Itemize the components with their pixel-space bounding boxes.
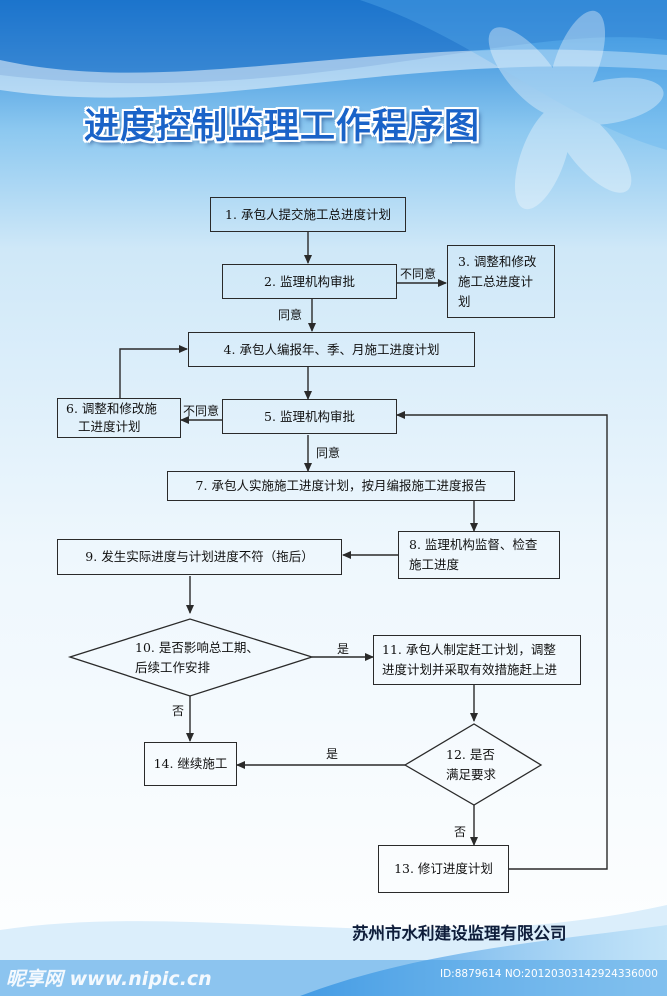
step-4-label: 4. 承包人编报年、季、月施工进度计划	[223, 341, 440, 357]
step-11-line-2: 进度计划并采取有效措施赶上进	[382, 662, 558, 677]
edge-label-disagree-2: 不同意	[400, 267, 437, 281]
flower-decoration	[488, 10, 664, 210]
step-14-label: 14. 继续施工	[153, 756, 228, 771]
step-9-delay: 9. 发生实际进度与计划进度不符（拖后）	[57, 539, 342, 575]
company-name: 苏州市水利建设监理有限公司	[352, 924, 567, 943]
step-8-line-2: 施工进度	[409, 557, 460, 572]
edge-label-agree-2: 同意	[278, 308, 303, 322]
step-5-label: 5. 监理机构审批	[264, 408, 355, 424]
step-2-review: 2. 监理机构审批	[222, 264, 397, 299]
step-8-line-1: 8. 监理机构监督、检查	[409, 537, 538, 552]
step-5-review: 5. 监理机构审批	[222, 399, 397, 434]
step-10-text: 10. 是否影响总工期、 后续工作安排	[135, 638, 285, 678]
edge-label-no-10: 否	[172, 704, 185, 718]
step-9-label: 9. 发生实际进度与计划进度不符（拖后）	[85, 549, 314, 564]
step-6-revise-plan: 6. 调整和修改施 工进度计划	[57, 398, 181, 438]
step-10-line-1: 10. 是否影响总工期、	[135, 640, 259, 655]
step-12-line-2: 满足要求	[446, 767, 497, 782]
edge-label-disagree-5: 不同意	[183, 404, 220, 418]
step-7-implement: 7. 承包人实施施工进度计划，按月编报施工进度报告	[167, 471, 515, 501]
step-2-label: 2. 监理机构审批	[264, 273, 355, 289]
step-14-continue: 14. 继续施工	[144, 742, 237, 786]
step-6-line-2: 工进度计划	[78, 419, 141, 434]
step-3-revise-plan: 3. 调整和修改 施工总进度计 划	[447, 245, 555, 318]
step-3-line-1: 3. 调整和修改	[458, 253, 537, 269]
step-8-monitor: 8. 监理机构监督、检查 施工进度	[398, 531, 560, 579]
step-3-line-3: 划	[458, 293, 471, 309]
step-6-line-1: 6. 调整和修改施	[66, 401, 157, 416]
edge-label-agree-5: 同意	[316, 446, 341, 460]
edge-label-yes-12: 是	[326, 747, 339, 761]
decision-12-diamond	[403, 723, 543, 806]
edge-label-no-12: 否	[454, 825, 467, 839]
step-11-catch-up-plan: 11. 承包人制定赶工计划，调整 进度计划并采取有效措施赶上进	[373, 635, 581, 685]
watermark-left: 昵享网 www.nipic.cn	[6, 968, 212, 990]
step-10-line-2: 后续工作安排	[135, 660, 211, 675]
step-1-submit-plan: 1. 承包人提交施工总进度计划	[210, 197, 406, 232]
step-1-label: 1. 承包人提交施工总进度计划	[225, 206, 391, 222]
step-12-line-1: 12. 是否	[446, 747, 495, 762]
step-13-revise-schedule: 13. 修订进度计划	[378, 845, 509, 893]
page-title: 进度控制监理工作程序图	[84, 107, 481, 147]
step-13-label: 13. 修订进度计划	[394, 861, 493, 876]
step-4-periodic-plans: 4. 承包人编报年、季、月施工进度计划	[188, 332, 475, 367]
step-3-line-2: 施工总进度计	[458, 273, 534, 289]
edge-label-yes-10: 是	[337, 642, 350, 656]
decision-10-diamond	[67, 618, 315, 697]
step-11-line-1: 11. 承包人制定赶工计划，调整	[382, 642, 556, 657]
step-7-label: 7. 承包人实施施工进度计划，按月编报施工进度报告	[195, 478, 487, 493]
step-12-text: 12. 是否 满足要求	[446, 745, 526, 785]
watermark-id: ID:8879614 NO:20120303142924336000	[440, 968, 658, 980]
